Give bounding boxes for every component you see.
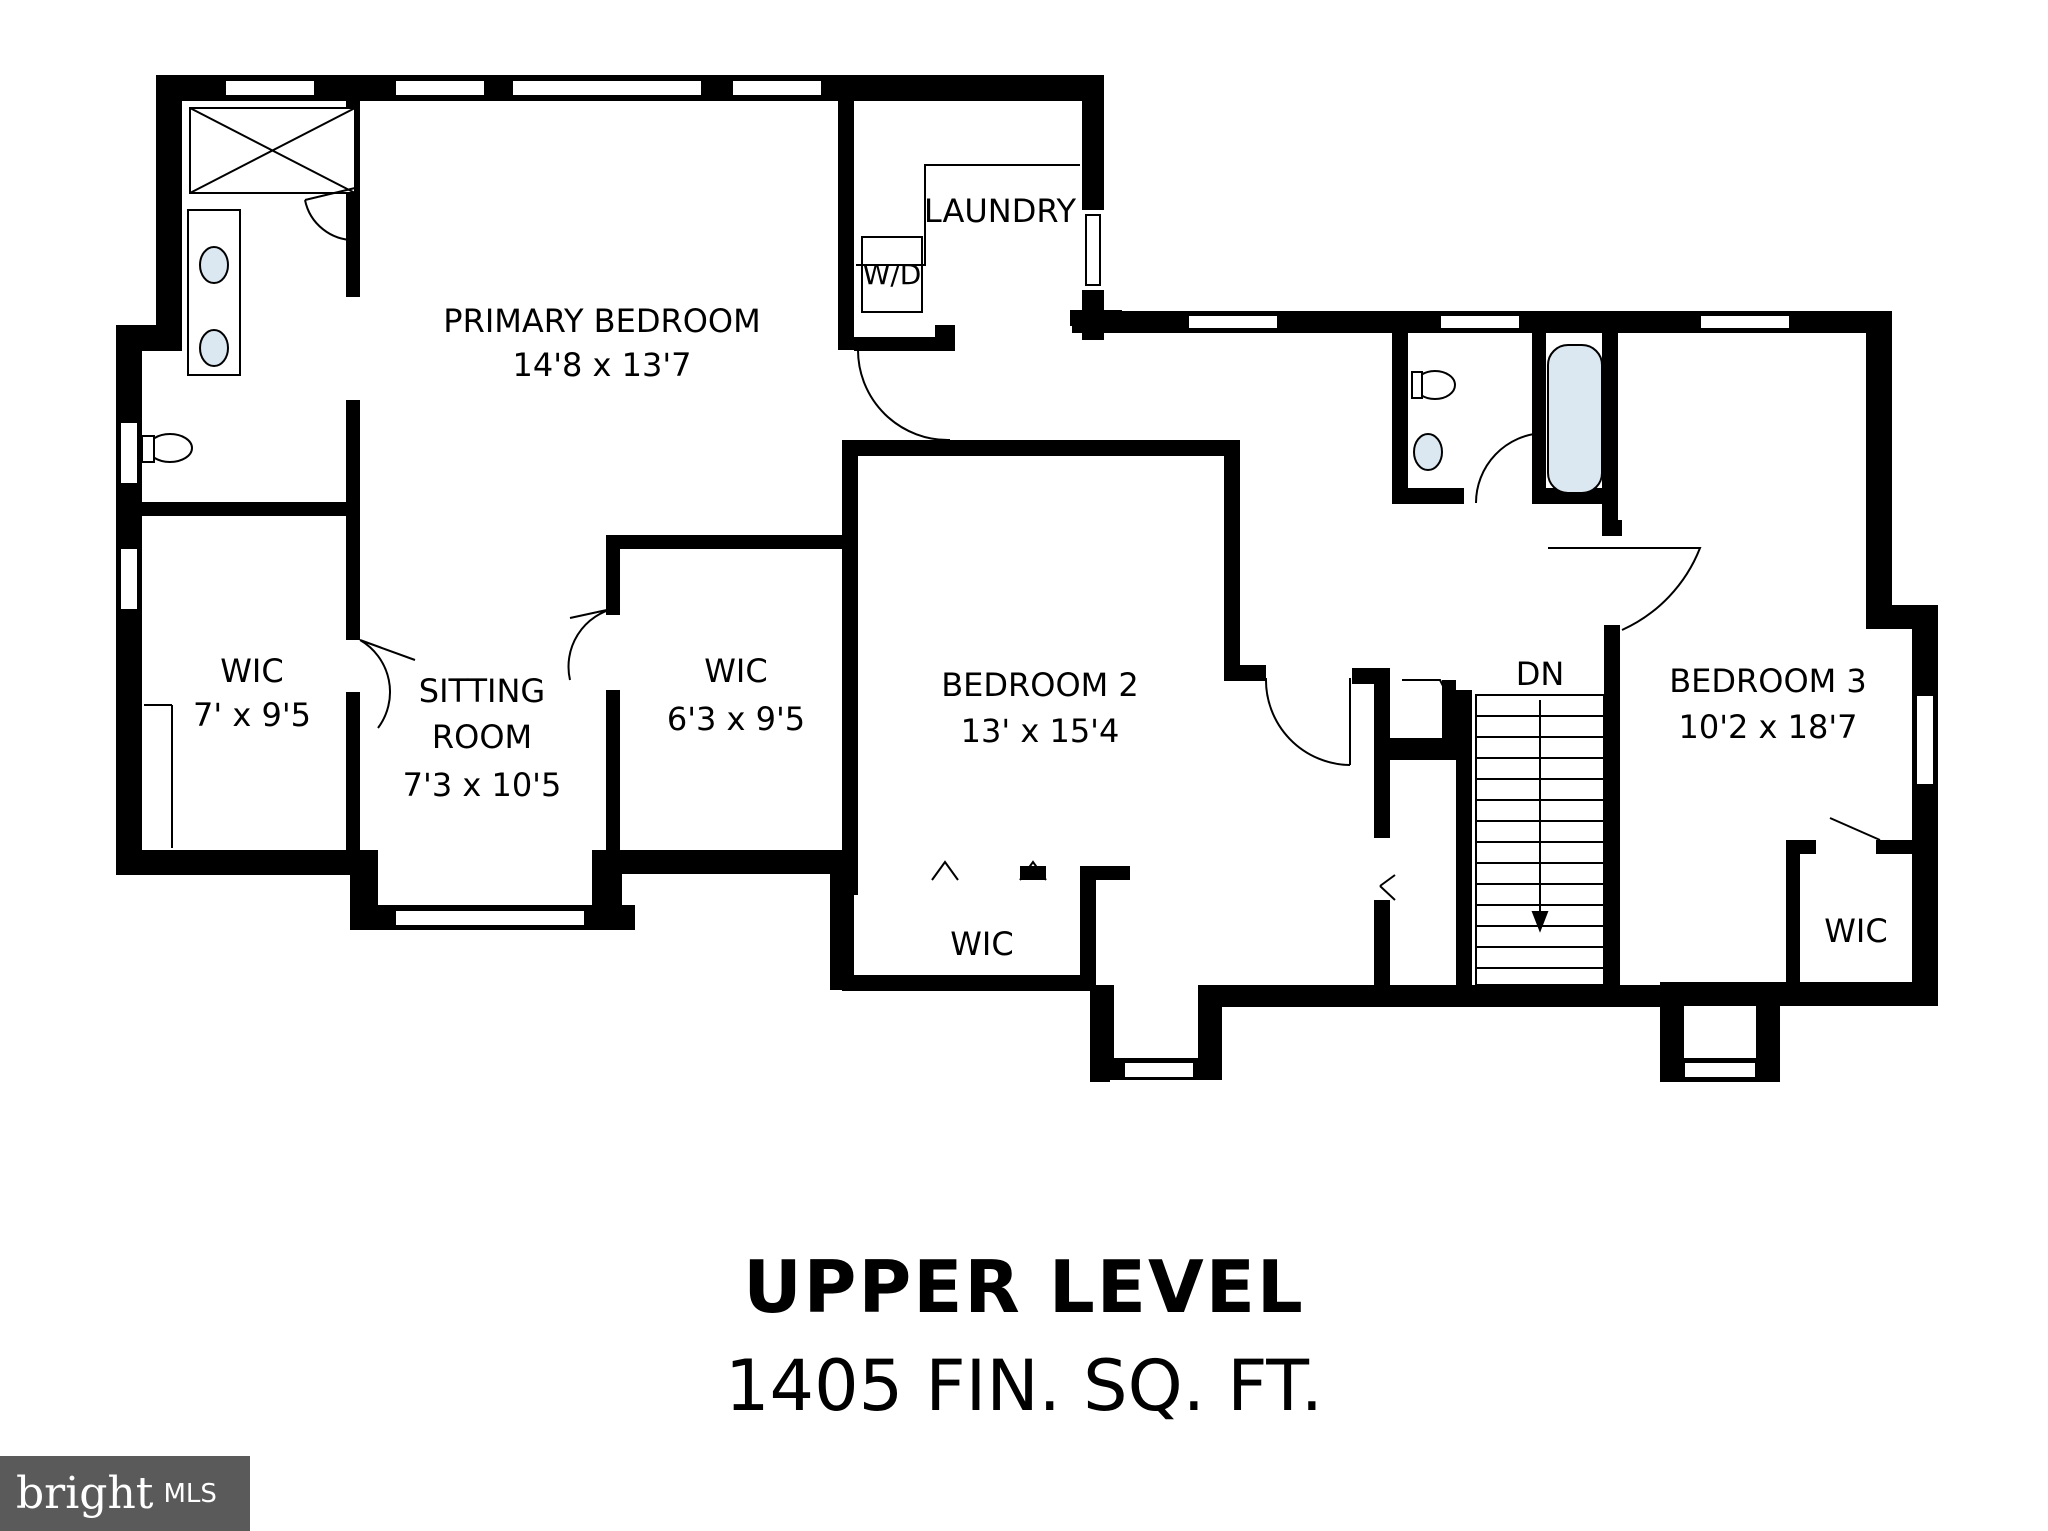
wic-1-name: WIC (220, 652, 283, 690)
level-area: 1405 FIN. SQ. FT. (725, 1345, 1323, 1427)
bedroom-3-dims: 10'2 x 18'7 (1678, 708, 1857, 746)
wic-3-name: WIC (950, 925, 1013, 963)
wic-2-name: WIC (704, 652, 767, 690)
room-labels: PRIMARY BEDROOM 14'8 x 13'7 LAUNDRY W/D … (193, 192, 1888, 963)
windows (119, 79, 1935, 1079)
fixtures (141, 107, 1881, 901)
level-title: UPPER LEVEL (743, 1245, 1305, 1329)
sitting-room-name-1: SITTING (419, 672, 545, 710)
wic-2-dims: 6'3 x 9'5 (667, 700, 805, 738)
stairs-down-label: DN (1516, 655, 1565, 693)
bedroom-3-name: BEDROOM 3 (1669, 662, 1867, 700)
bedroom-2-dims: 13' x 15'4 (961, 712, 1120, 750)
bedroom-2-name: BEDROOM 2 (941, 666, 1139, 704)
logo-suffix: MLS (163, 1478, 217, 1509)
laundry-name: LAUNDRY (924, 192, 1077, 230)
wic-1-dims: 7' x 9'5 (193, 696, 311, 734)
logo-brand: bright (16, 1468, 154, 1519)
sitting-room-dims: 7'3 x 10'5 (403, 766, 562, 804)
wic-4-name: WIC (1824, 912, 1887, 950)
primary-bedroom-dims: 14'8 x 13'7 (512, 346, 691, 384)
primary-bedroom-name: PRIMARY BEDROOM (443, 302, 760, 340)
stairs (1475, 694, 1605, 986)
washer-dryer-label: W/D (863, 258, 922, 291)
bright-mls-logo: bright MLS (0, 1456, 250, 1531)
sitting-room-name-2: ROOM (432, 718, 532, 756)
